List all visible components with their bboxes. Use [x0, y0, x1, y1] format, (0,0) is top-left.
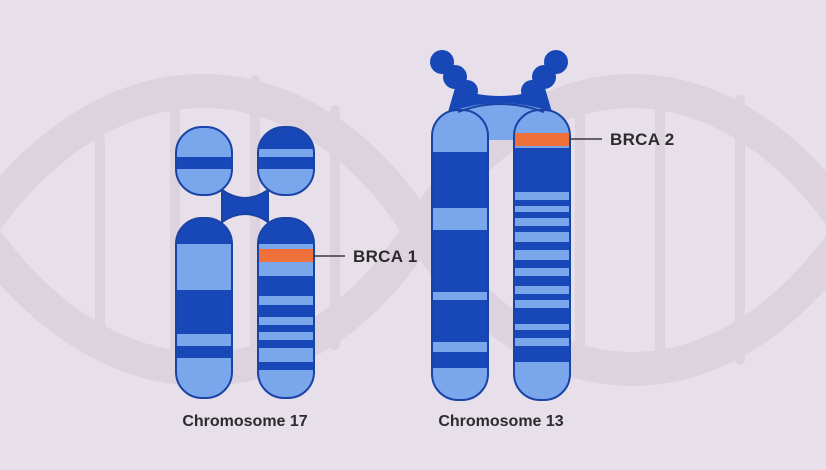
chromosome-17-arm-lower-left: [176, 218, 232, 398]
chromosome-13: BRCA 2 Chromosome 13: [430, 50, 674, 430]
chromosome-13-arm-left: [432, 110, 488, 400]
chromosome-17-arm-lower-right: [258, 218, 314, 398]
brca2-gene-marker: [515, 133, 569, 146]
dna-double-helix-icon: [0, 74, 826, 386]
chromosome-17-centromere: [221, 188, 269, 224]
chromosome-17-label: Chromosome 17: [182, 413, 307, 430]
chromosome-17: BRCA 1 Chromosome 17: [175, 126, 417, 430]
chromosome-13-arm-right: [514, 110, 570, 400]
chromosome-17-arm-upper-right: [258, 127, 314, 195]
brca2-label: BRCA 2: [610, 130, 674, 149]
chromosome-17-arm-upper-left: [176, 127, 232, 195]
brca1-label: BRCA 1: [353, 247, 417, 266]
brca1-gene-marker: [259, 249, 313, 262]
chromosome-13-label: Chromosome 13: [438, 413, 563, 430]
